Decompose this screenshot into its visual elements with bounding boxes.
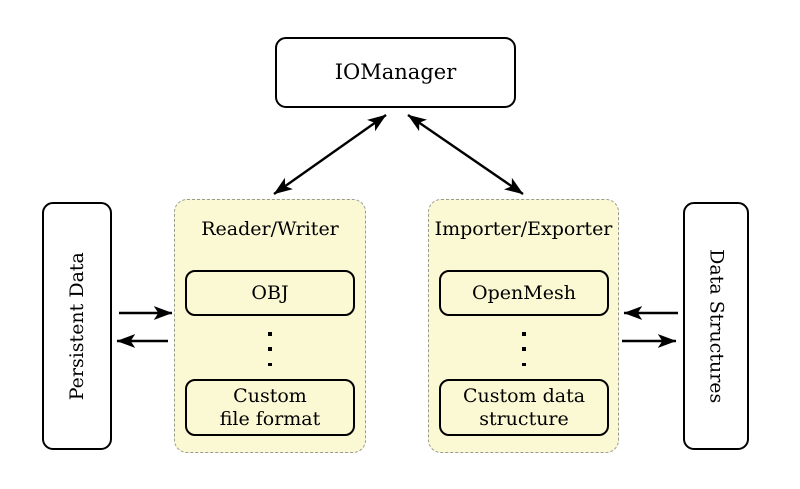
node-data-structures-label: Data Structures bbox=[705, 248, 728, 404]
ellipsis-importer-exporter bbox=[517, 332, 531, 366]
node-data-structures[interactable]: Data Structures bbox=[683, 202, 749, 450]
node-custom-file-format-line1: Custom bbox=[233, 385, 307, 408]
node-custom-data-structure[interactable]: Custom data structure bbox=[439, 379, 609, 436]
node-custom-file-format[interactable]: Custom file format bbox=[185, 379, 355, 436]
node-custom-data-structure-line2: structure bbox=[479, 407, 569, 430]
node-persistent-data[interactable]: Persistent Data bbox=[42, 202, 112, 450]
panel-importer-exporter-title: Importer/Exporter bbox=[434, 218, 613, 240]
panel-reader-writer-title: Reader/Writer bbox=[201, 218, 339, 240]
ellipsis-dot bbox=[522, 347, 526, 351]
ellipsis-dot bbox=[268, 332, 272, 336]
node-iomanager-label: IOManager bbox=[334, 60, 457, 85]
node-custom-file-format-line2: file format bbox=[219, 407, 321, 430]
connector-importerexporter-iomanager bbox=[407, 114, 524, 195]
node-obj[interactable]: OBJ bbox=[185, 270, 355, 316]
ellipsis-dot bbox=[522, 362, 526, 366]
node-custom-data-structure-line1: Custom data bbox=[462, 385, 586, 408]
ellipsis-dot bbox=[268, 347, 272, 351]
node-obj-label: OBJ bbox=[251, 281, 289, 304]
node-iomanager[interactable]: IOManager bbox=[275, 37, 516, 108]
ellipsis-reader-writer bbox=[263, 332, 277, 366]
node-openmesh[interactable]: OpenMesh bbox=[439, 270, 609, 316]
ellipsis-dot bbox=[268, 362, 272, 366]
connector-readerwriter-iomanager bbox=[273, 114, 387, 195]
ellipsis-dot bbox=[522, 332, 526, 336]
node-persistent-data-label: Persistent Data bbox=[65, 251, 88, 401]
node-openmesh-label: OpenMesh bbox=[472, 281, 576, 304]
